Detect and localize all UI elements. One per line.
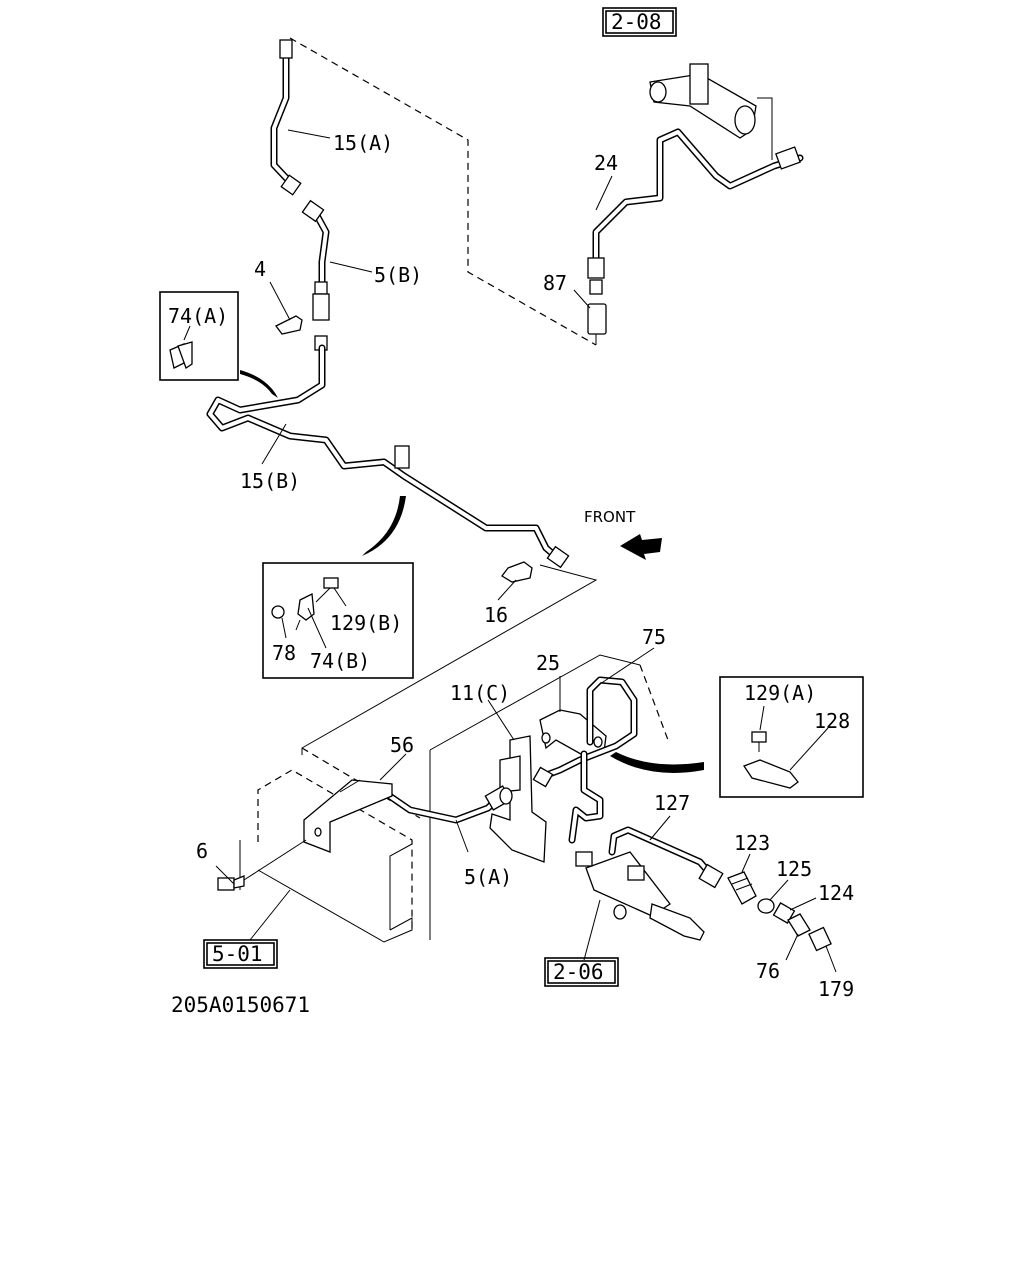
label-74b: 74(B) <box>310 649 370 673</box>
slave-cylinder <box>575 851 705 941</box>
label-78: 78 <box>272 641 296 665</box>
master-cylinder <box>649 63 757 139</box>
bracket-56 <box>303 779 393 853</box>
label-16: 16 <box>484 603 508 627</box>
clip-4 <box>269 281 303 335</box>
clip-125 <box>757 898 775 914</box>
label-75: 75 <box>642 625 666 649</box>
front-arrow-icon <box>620 534 662 560</box>
pipe-24 <box>587 128 804 295</box>
ref-box-5-01: 5-01 <box>203 939 278 969</box>
frame-member <box>257 769 413 943</box>
label-129a: 129(A) <box>744 681 816 705</box>
label-56: 56 <box>390 733 414 757</box>
bolt-6 <box>217 839 307 891</box>
pipe-127 <box>608 826 724 889</box>
construction-lines <box>239 37 773 940</box>
label-129b: 129(B) <box>330 611 402 635</box>
label-6: 6 <box>196 839 208 863</box>
label-11c: 11(C) <box>450 681 510 705</box>
callout-arrows <box>240 370 704 773</box>
label-127: 127 <box>654 791 690 815</box>
label-5a: 5(A) <box>464 865 512 889</box>
label-128: 128 <box>814 709 850 733</box>
union-87 <box>573 289 607 335</box>
label-15a: 15(A) <box>333 131 393 155</box>
label-25: 25 <box>536 651 560 675</box>
ref-5-01-label: 5-01 <box>212 942 263 966</box>
ref-box-2-08: 2-08 <box>602 7 677 37</box>
pipe-75 <box>532 676 638 844</box>
label-179: 179 <box>818 977 854 1001</box>
label-15b: 15(B) <box>240 469 300 493</box>
fitting-124 <box>772 902 796 924</box>
inset-74a <box>159 291 239 381</box>
figure-code: 205A0150671 <box>171 993 310 1017</box>
part-labels: 15(A) 5(B) 4 74(A) 15(B) 24 87 16 129(B)… <box>168 131 854 1001</box>
leader-lines <box>215 129 837 973</box>
front-label: FRONT <box>584 508 636 526</box>
clip-16 <box>501 561 533 583</box>
bracket-11c <box>489 735 547 863</box>
label-5b: 5(B) <box>374 263 422 287</box>
ref-2-08-label: 2-08 <box>611 10 662 34</box>
pipe-15b <box>206 344 570 569</box>
label-125: 125 <box>776 857 812 881</box>
fitting-76 <box>787 913 811 937</box>
label-74a: 74(A) <box>168 304 228 328</box>
label-24: 24 <box>594 151 618 175</box>
label-124: 124 <box>818 881 854 905</box>
label-4: 4 <box>254 257 266 281</box>
fitting-123 <box>727 871 757 905</box>
hose-5b <box>301 199 330 351</box>
cap-179 <box>808 926 832 952</box>
label-76: 76 <box>756 959 780 983</box>
label-123: 123 <box>734 831 770 855</box>
ref-box-2-06: 2-06 <box>544 957 619 987</box>
pipe-15a <box>270 39 302 196</box>
bracket-25 <box>539 709 607 759</box>
ref-2-06-label: 2-06 <box>553 960 604 984</box>
label-87: 87 <box>543 271 567 295</box>
inset-128 <box>719 676 864 798</box>
